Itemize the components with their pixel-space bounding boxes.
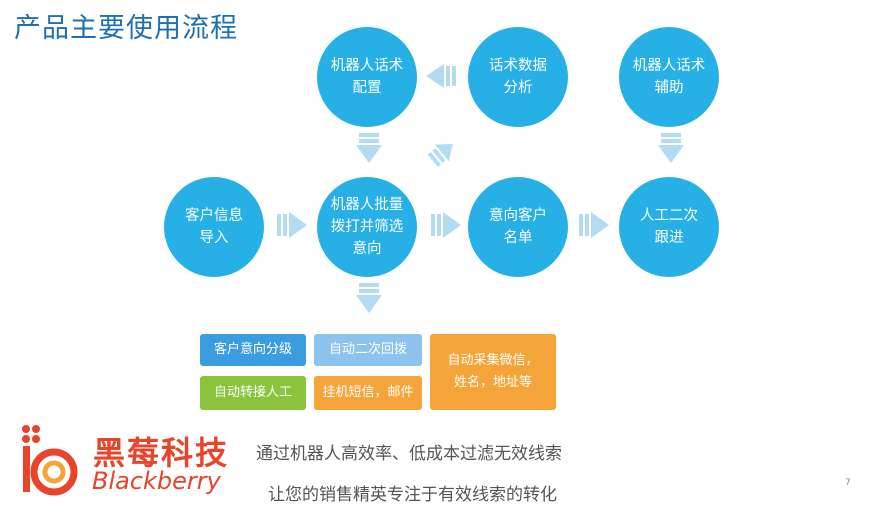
node-intent-list: 意向客户 名单 [468, 177, 568, 277]
node-robot-script-assist: 机器人话术 辅助 [619, 27, 719, 127]
node-label: 机器人话术 辅助 [632, 58, 706, 96]
node-label: 机器人批量 拨打并筛选 意向 [330, 197, 404, 257]
feature-intent-grading: 客户意向分级 [200, 334, 306, 366]
node-customer-import: 客户信息 导入 [164, 177, 264, 277]
arrow-config-to-batch [356, 133, 382, 163]
arrow-intent-to-followup [579, 212, 609, 238]
node-script-data-analysis: 话术数据 分析 [468, 27, 568, 127]
page-number: 7 [845, 478, 851, 488]
brand-name-en: Blackberry [92, 467, 221, 495]
arrow-assist-to-followup [658, 133, 684, 163]
feature-hangup-sms: 挂机短信，邮件 [314, 376, 422, 410]
slogan-line-1: 通过机器人高效率、低成本过滤无效线索 [256, 444, 562, 464]
blackberry-logo-icon [22, 425, 78, 496]
arrow-analysis-to-config [426, 64, 456, 88]
arrow-batch-to-intent [431, 212, 461, 238]
feature-auto-collect: 自动采集微信， 姓名，地址等 [430, 334, 556, 410]
feature-auto-transfer: 自动转接人工 [200, 376, 306, 410]
node-label: 客户信息 导入 [185, 208, 243, 246]
arrow-import-to-batch [277, 212, 307, 238]
arrow-batch-to-analysis [427, 144, 453, 167]
node-robot-script-config: 机器人话术 配置 [317, 27, 417, 127]
page-title: 产品主要使用流程 [14, 13, 238, 44]
node-manual-followup: 人工二次 跟进 [619, 177, 719, 277]
node-label: 人工二次 跟进 [640, 208, 698, 246]
feature-auto-redial: 自动二次回拨 [314, 334, 422, 366]
brand-name-cn: 黑莓科技 [93, 434, 230, 472]
node-label: 机器人话术 配置 [330, 58, 404, 96]
node-label: 话术数据 分析 [489, 58, 547, 96]
arrow-batch-to-features [356, 283, 382, 313]
node-label: 意向客户 名单 [489, 208, 547, 246]
node-robot-batch-call: 机器人批量 拨打并筛选 意向 [317, 177, 417, 277]
slogan-line-2: 让您的销售精英专注于有效线索的转化 [268, 485, 557, 505]
